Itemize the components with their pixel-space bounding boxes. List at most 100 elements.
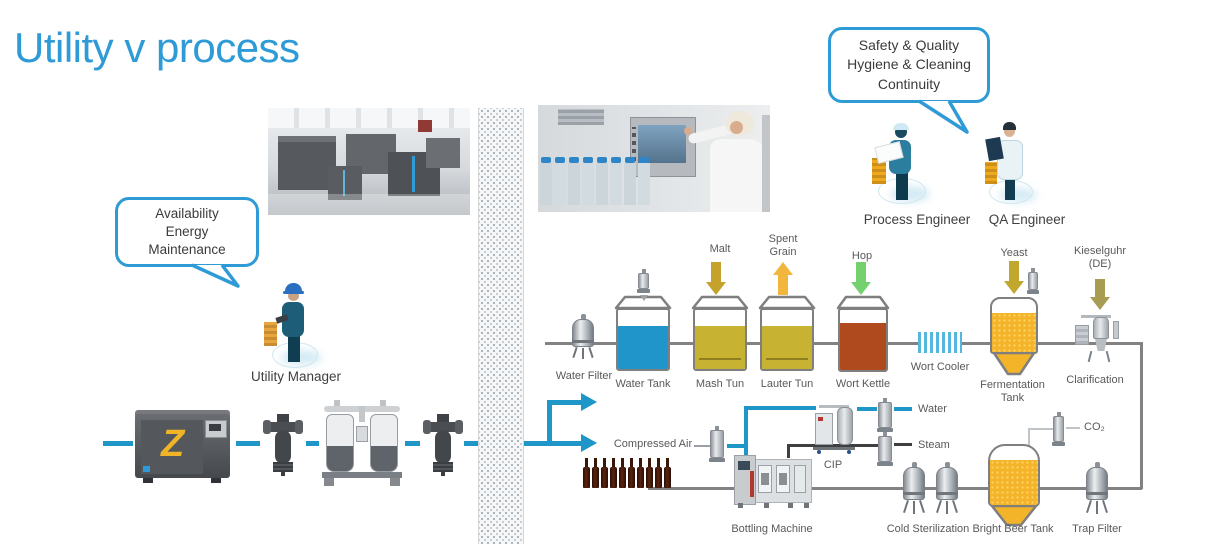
fermentation-liquid	[992, 313, 1036, 352]
co2-filter-cartridge	[1052, 412, 1065, 446]
cip-water-line	[857, 407, 877, 411]
process-callout-bubble: Safety & Quality Hygiene & Cleaning Cont…	[828, 27, 990, 103]
wort-kettle-lid	[836, 295, 890, 310]
yeast-arrow-head	[1004, 281, 1024, 294]
compressed-air-link	[694, 445, 710, 447]
utility-process-divider	[478, 108, 524, 544]
page-title: Utility v process	[14, 24, 300, 71]
panel-buttons	[632, 127, 636, 161]
bottle-row	[538, 155, 688, 212]
co2-elbow	[1028, 428, 1053, 430]
trap-filter-icon	[1084, 462, 1110, 514]
cip-label: CIP	[823, 459, 843, 471]
air-branch-upper	[547, 400, 583, 405]
photo-window-band	[268, 108, 470, 128]
beer-bottle	[619, 458, 626, 488]
small-down-arrow	[640, 295, 648, 301]
yeast-label: Yeast	[1000, 247, 1028, 259]
water-label: Water	[918, 403, 947, 415]
mash-tun	[693, 308, 747, 371]
fermentation-cone	[992, 352, 1036, 376]
line-filter	[263, 414, 303, 476]
callout-line: Availability	[155, 206, 219, 221]
air-arrowhead-lower	[581, 434, 597, 452]
beer-bottle	[610, 458, 617, 488]
qa-engineer-figure	[985, 112, 1037, 206]
yeast-arrow-shaft	[1009, 261, 1019, 282]
clarification-unit	[1073, 313, 1121, 363]
operator-body	[710, 139, 764, 212]
lauter-tun-liquid	[762, 326, 812, 369]
cold-sterilization-filter	[934, 462, 960, 514]
hair	[1003, 122, 1016, 130]
air-branch-riser	[547, 400, 552, 446]
legs	[1005, 174, 1015, 200]
kieselguhr-arrow-head	[1090, 297, 1110, 310]
wort-cooler-label: Wort Cooler	[910, 361, 970, 373]
inline-cartridge-icon	[1027, 268, 1039, 294]
spent-grain-label: Spent Grain	[768, 233, 798, 258]
machine-block	[278, 142, 336, 190]
bottling-machine-label: Bottling Machine	[731, 523, 813, 535]
panel-screen	[638, 125, 686, 163]
hard-hat-brim	[283, 291, 304, 294]
utility-pipe-segment	[464, 441, 478, 446]
steam-label: Steam	[918, 439, 950, 451]
utility-pipe-segment	[236, 441, 260, 446]
steam-main-line	[787, 444, 880, 447]
qa-engineer-label: QA Engineer	[988, 212, 1066, 227]
bottling-line-photo	[538, 105, 770, 212]
cold-sterilization-label: Cold Sterilization	[886, 523, 970, 535]
utility-manager-figure	[264, 272, 322, 368]
compressor-room-photo	[268, 108, 470, 215]
legs	[288, 334, 300, 362]
utility-pipe-segment	[405, 441, 420, 446]
mash-tun-lid	[691, 295, 749, 310]
steam-filter-cartridge	[877, 432, 893, 466]
malt-label: Malt	[709, 243, 731, 255]
lauter-tun	[760, 308, 814, 371]
lauter-tun-lid	[758, 295, 816, 310]
machine-edge	[762, 115, 770, 212]
hop-label: Hop	[851, 250, 873, 262]
steam-line	[894, 443, 912, 446]
air-to-machine-line	[727, 444, 747, 448]
mash-tun-label: Mash Tun	[695, 378, 745, 390]
water-filter-cartridge	[877, 398, 893, 432]
co2-riser	[1028, 428, 1030, 446]
callout-line: Safety & Quality	[858, 36, 960, 53]
beer-bottle	[664, 458, 671, 488]
air-riser	[744, 406, 748, 458]
false-bottom-line	[699, 357, 741, 360]
machine-block	[426, 138, 460, 168]
air-filter-cartridge	[709, 426, 725, 462]
trap-filter-label: Trap Filter	[1072, 523, 1122, 535]
callout-line: Maintenance	[148, 242, 226, 257]
callout-line: Continuity	[877, 75, 941, 92]
z-logo: Z	[161, 423, 185, 465]
spent-grain-arrow-head	[773, 262, 793, 275]
steam-riser	[787, 444, 790, 458]
machine-accent	[412, 156, 415, 192]
process-line-right	[1140, 342, 1143, 489]
coat	[997, 140, 1023, 180]
fermentation-tank	[990, 297, 1038, 354]
water-tank-label: Water Tank	[615, 378, 671, 390]
beer-bottle	[646, 458, 653, 488]
cold-sterilization-filter	[901, 462, 927, 514]
beer-bottle	[628, 458, 635, 488]
head	[288, 291, 299, 301]
co2-link	[1066, 427, 1080, 429]
crate	[985, 162, 997, 184]
operator-hand	[684, 127, 692, 135]
crate	[872, 158, 886, 184]
beer-bottle	[655, 458, 662, 488]
compressed-air-label: Compressed Air	[613, 438, 693, 450]
wort-cooler-icon	[918, 332, 962, 353]
lauter-tun-label: Lauter Tun	[760, 378, 814, 390]
water-line	[894, 407, 912, 411]
head	[1004, 125, 1015, 137]
desiccant-dryer	[320, 400, 404, 488]
operator-face	[730, 121, 743, 134]
